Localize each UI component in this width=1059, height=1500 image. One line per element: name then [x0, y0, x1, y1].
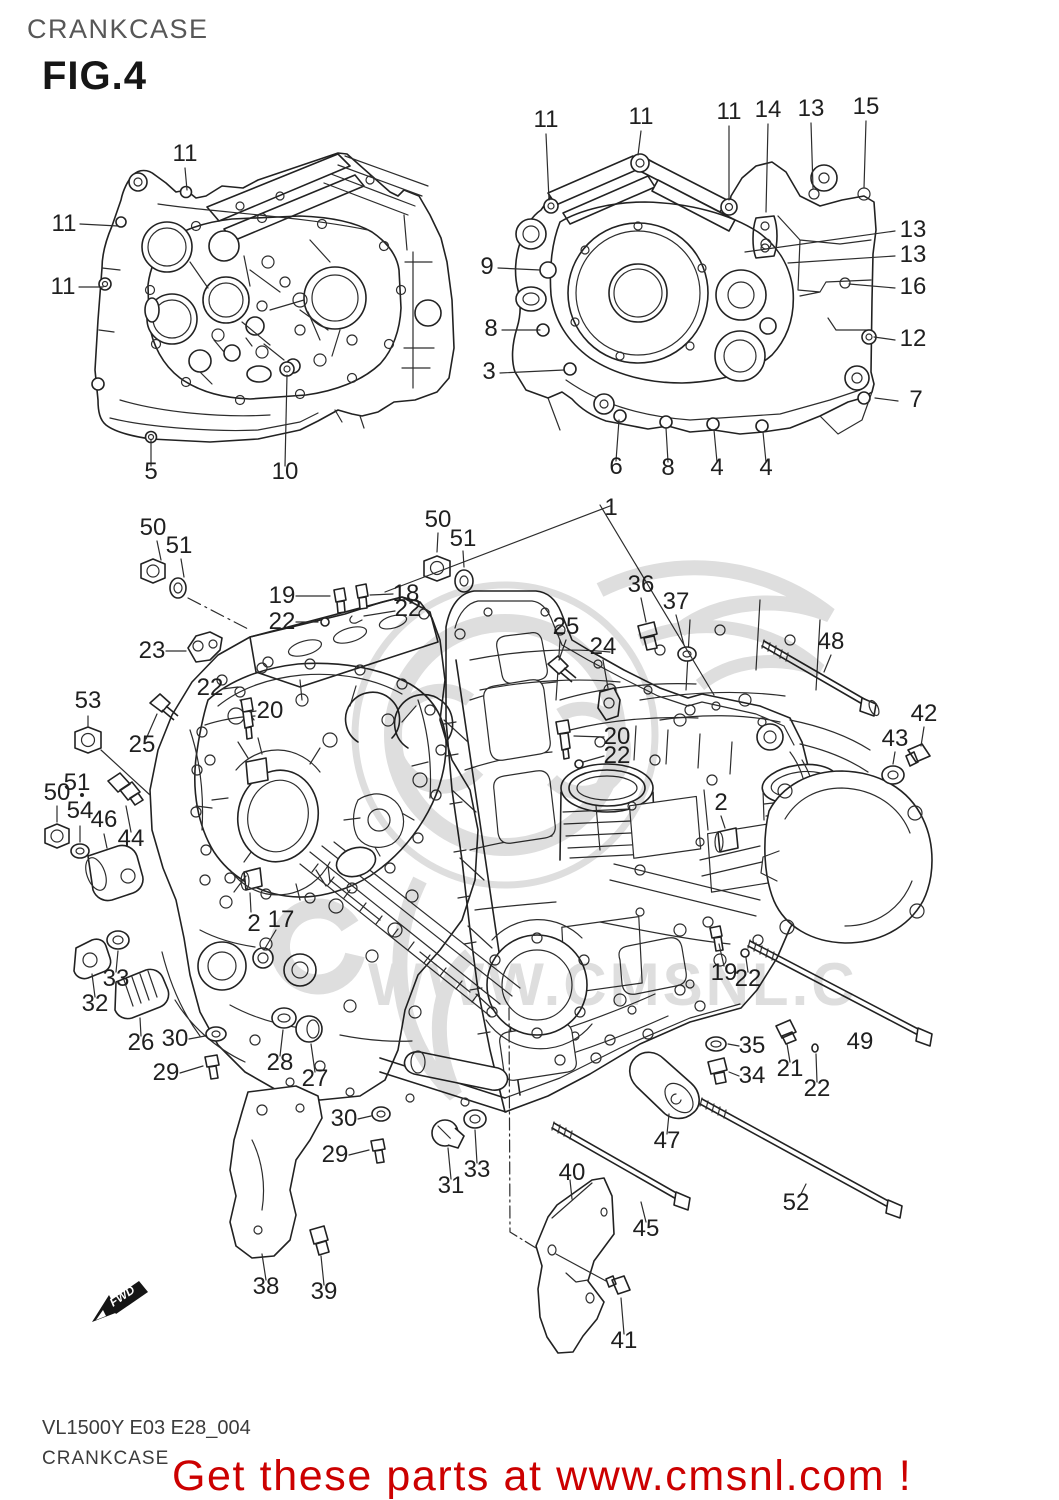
- svg-text:19: 19: [711, 959, 738, 986]
- svg-text:11: 11: [52, 210, 77, 237]
- svg-text:38: 38: [253, 1273, 280, 1300]
- svg-text:37: 37: [663, 588, 690, 615]
- svg-text:50: 50: [140, 514, 167, 541]
- svg-text:FIG.4: FIG.4: [42, 54, 147, 98]
- svg-text:11: 11: [173, 140, 198, 167]
- svg-text:23: 23: [139, 637, 166, 664]
- svg-text:39: 39: [311, 1278, 338, 1305]
- svg-text:22: 22: [804, 1075, 831, 1102]
- svg-text:22: 22: [197, 674, 224, 701]
- svg-text:44: 44: [118, 825, 145, 852]
- svg-text:18: 18: [393, 580, 420, 607]
- svg-text:15: 15: [853, 93, 880, 120]
- svg-text:13: 13: [900, 216, 927, 243]
- svg-text:22: 22: [735, 965, 762, 992]
- svg-text:50: 50: [44, 779, 71, 806]
- svg-text:41: 41: [611, 1327, 638, 1354]
- svg-text:WWW.CMSNL.C: WWW.CMSNL.C: [368, 951, 858, 1018]
- svg-text:5: 5: [144, 458, 157, 485]
- svg-text:51: 51: [166, 532, 193, 559]
- svg-text:30: 30: [331, 1105, 358, 1132]
- svg-text:9: 9: [480, 253, 493, 280]
- svg-text:46: 46: [91, 806, 118, 833]
- svg-text:6: 6: [609, 453, 622, 480]
- svg-text:33: 33: [103, 965, 130, 992]
- svg-text:CRANKCASE: CRANKCASE: [42, 1448, 169, 1469]
- svg-text:33: 33: [464, 1156, 491, 1183]
- svg-text:28: 28: [267, 1049, 294, 1076]
- svg-text:31: 31: [438, 1172, 465, 1199]
- svg-text:49: 49: [847, 1028, 874, 1055]
- svg-text:26: 26: [128, 1029, 155, 1056]
- svg-text:32: 32: [82, 990, 109, 1017]
- svg-text:4: 4: [759, 454, 772, 481]
- svg-text:19: 19: [269, 582, 296, 609]
- svg-text:29: 29: [153, 1059, 180, 1086]
- svg-text:11: 11: [534, 106, 559, 133]
- svg-text:34: 34: [739, 1062, 766, 1089]
- svg-text:53: 53: [75, 687, 102, 714]
- svg-text:51: 51: [64, 769, 91, 796]
- svg-text:10: 10: [272, 458, 299, 485]
- svg-text:8: 8: [484, 315, 497, 342]
- svg-text:13: 13: [798, 95, 825, 122]
- svg-text:35: 35: [739, 1032, 766, 1059]
- svg-text:21: 21: [777, 1055, 804, 1082]
- svg-text:30: 30: [162, 1025, 189, 1052]
- svg-text:29: 29: [322, 1141, 349, 1168]
- svg-text:52: 52: [783, 1189, 810, 1216]
- svg-text:12: 12: [900, 325, 927, 352]
- svg-text:50: 50: [425, 506, 452, 533]
- svg-text:20: 20: [257, 697, 284, 724]
- svg-text:47: 47: [654, 1127, 681, 1154]
- svg-text:54: 54: [67, 797, 94, 824]
- svg-text:48: 48: [818, 628, 845, 655]
- svg-text:13: 13: [900, 241, 927, 268]
- svg-text:3: 3: [482, 358, 495, 385]
- svg-text:Get these parts at www.cmsnl.c: Get these parts at www.cmsnl.com !: [172, 1452, 912, 1500]
- svg-text:4: 4: [710, 454, 723, 481]
- svg-text:1: 1: [604, 494, 617, 521]
- svg-text:8: 8: [661, 454, 674, 481]
- svg-text:11: 11: [51, 273, 76, 300]
- svg-text:25: 25: [129, 731, 156, 758]
- svg-text:2: 2: [714, 789, 727, 816]
- svg-text:45: 45: [633, 1215, 660, 1242]
- svg-text:2: 2: [247, 910, 260, 937]
- svg-text:11: 11: [629, 103, 654, 130]
- svg-text:7: 7: [909, 386, 922, 413]
- svg-text:42: 42: [911, 700, 938, 727]
- svg-text:22: 22: [269, 608, 296, 635]
- svg-text:VL1500Y E03 E28_004: VL1500Y E03 E28_004: [42, 1417, 251, 1439]
- svg-text:14: 14: [755, 96, 782, 123]
- svg-text:16: 16: [900, 273, 927, 300]
- svg-text:CRANKCASE: CRANKCASE: [27, 14, 209, 44]
- svg-text:43: 43: [882, 725, 909, 752]
- svg-text:51: 51: [450, 525, 477, 552]
- svg-text:27: 27: [302, 1065, 329, 1092]
- svg-text:40: 40: [559, 1159, 586, 1186]
- svg-text:11: 11: [717, 98, 742, 125]
